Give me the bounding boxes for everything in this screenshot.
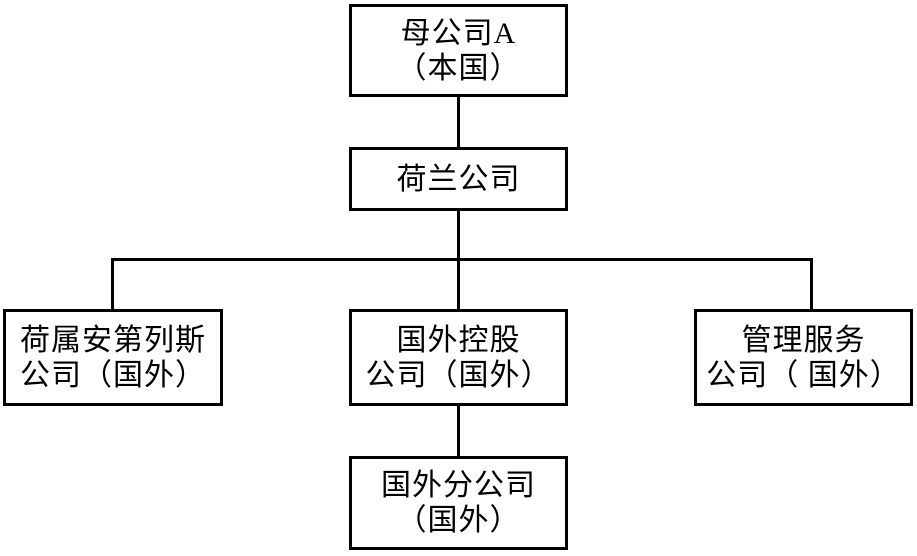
node-management-services-company: 管理服务 公司（ 国外） (694, 309, 913, 406)
node-netherlands-company: 荷兰公司 (349, 147, 568, 211)
node-foreign-holding-company: 国外控股 公司（国外） (349, 309, 568, 406)
edge-horizontal-bus (111, 258, 813, 261)
node-label-line: （国外） (396, 504, 521, 537)
node-label-line: 国外分公司 (381, 469, 536, 502)
node-foreign-branch-company: 国外分公司 （国外） (349, 456, 568, 550)
node-label-line: 公司（国外） (20, 358, 206, 392)
node-label-line: 公司（国外） (365, 358, 552, 392)
edge-bus-to-holding (457, 258, 460, 310)
node-netherlands-antilles-company: 荷属安第列斯 公司（国外） (3, 309, 223, 406)
node-label-line: 公司（ 国外） (706, 358, 901, 392)
edge-bus-to-management (810, 258, 813, 310)
node-label-line: 母公司A (400, 16, 517, 50)
edge-holding-to-branch (457, 406, 460, 457)
node-label-line: 荷兰公司 (396, 162, 521, 196)
edge-parent-to-netherlands (457, 97, 460, 147)
node-label-line: 荷属安第列斯 (20, 323, 206, 357)
edge-bus-to-antilles (111, 258, 114, 310)
node-parent-company-a: 母公司A （本国） (349, 4, 568, 97)
node-label-line: （本国） (396, 51, 521, 85)
node-label-line: 国外控股 (396, 323, 521, 357)
edge-netherlands-to-bus (457, 211, 460, 259)
node-label-line: 管理服务 (741, 323, 866, 357)
